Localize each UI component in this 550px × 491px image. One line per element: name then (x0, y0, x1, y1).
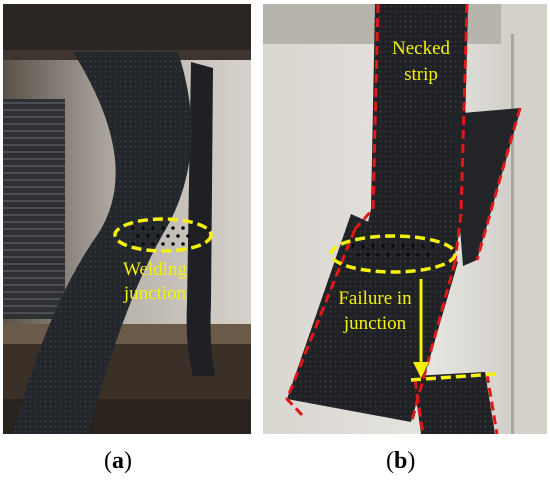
back-strip (186, 62, 215, 376)
strip-outline (285, 4, 522, 434)
necked-strip (361, 4, 468, 264)
annotation-junction-b: junction (343, 313, 407, 334)
photo-b: Necked strip Failure in junction (263, 4, 547, 434)
annotation-failure-in: Failure in (338, 288, 412, 309)
background-blinds (3, 99, 65, 319)
photo-panel-a: Welding junction (3, 4, 251, 434)
weld-holes (131, 226, 190, 246)
arrow-head-icon (413, 362, 429, 378)
back-strip (451, 108, 521, 266)
photo-panel-b: Necked strip Failure in junction (263, 4, 547, 434)
caption-b: (b) (386, 448, 416, 474)
annotation-welding: Welding (123, 259, 187, 280)
broken-strip (287, 214, 458, 422)
failure-highlight-ellipse (329, 234, 457, 274)
annotation-junction: junction (123, 283, 187, 304)
remaining-piece (413, 372, 495, 434)
photo-a: Welding junction (3, 4, 251, 434)
caption-a: (a) (104, 448, 132, 474)
annotation-necked: Necked (392, 38, 451, 59)
annotation-strip: strip (404, 64, 438, 85)
weld-holes (351, 244, 435, 257)
top-clamp (3, 4, 251, 56)
junction-highlight-ellipse (113, 217, 213, 253)
carbon-strip (13, 52, 192, 434)
equipment-column (501, 4, 547, 434)
